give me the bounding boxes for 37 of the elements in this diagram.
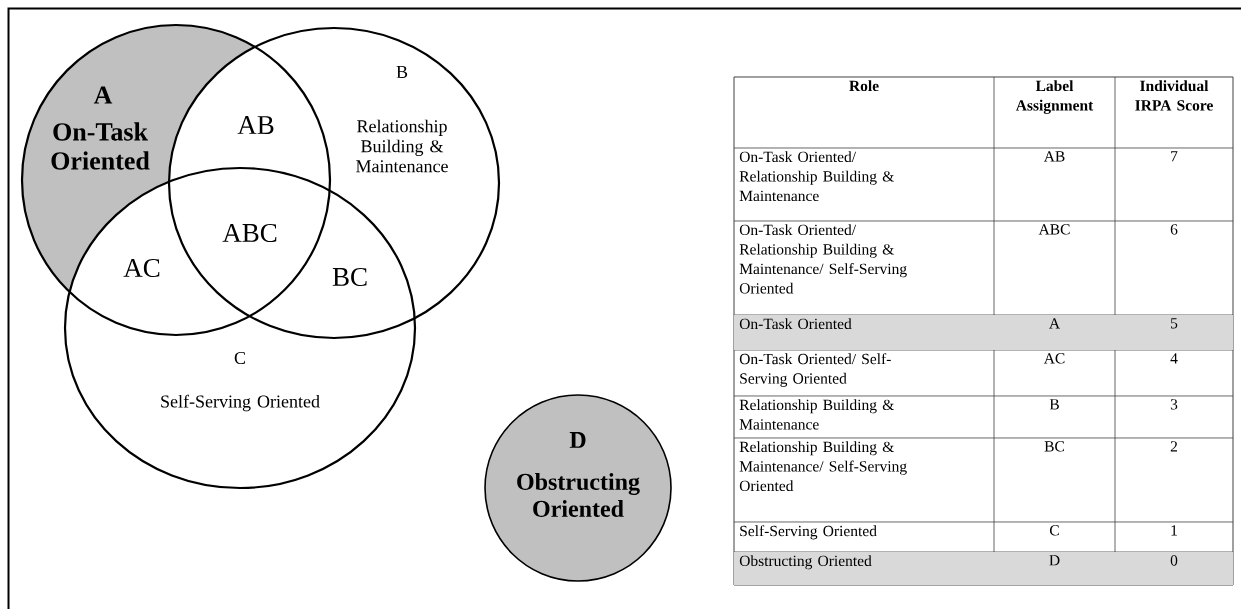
circle-label: Relationship Building & Maintenance [356, 119, 448, 173]
table-cell: AC [1043, 353, 1065, 364]
table-cell: 3 [1170, 399, 1178, 410]
header-cell: Individual IRPA Score [1135, 80, 1213, 111]
region-label: ABC [222, 223, 277, 243]
table-cell: Relationship Building & Maintenance [739, 399, 894, 430]
table-cell: C [1050, 525, 1059, 536]
table-cell: 0 [1115, 552, 1233, 585]
circle-label: Obstructing Oriented [517, 473, 640, 517]
region-label: BC [332, 267, 367, 287]
header-cell: Role [849, 80, 879, 92]
table-cell: 6 [1170, 224, 1178, 235]
table-cell: Self-Serving Oriented [740, 525, 877, 540]
table-cell: B [1049, 399, 1059, 410]
header-cell: Label Assignment [1015, 80, 1094, 114]
circle-letter: D [569, 432, 586, 448]
circle-letter: C [234, 351, 245, 365]
table-cell: On-Task Oriented/ Relationship Building & Maintenance/ Self-Serving Oriented [739, 224, 907, 294]
table-cell: 5 [1115, 315, 1233, 350]
table-cell: On-Task Oriented/ Self-Serving Oriented [739, 353, 891, 387]
circle-label: Self-Serving Oriented [161, 394, 320, 412]
table-cell: BC [1044, 441, 1064, 452]
table-cell: 4 [1170, 353, 1178, 364]
circle-letter: B [396, 66, 408, 78]
table-cell: A [994, 315, 1115, 350]
circle-label: On-Task Oriented [51, 122, 150, 170]
region-label: AB [237, 116, 274, 134]
table-cell: On-Task Oriented/ Relationship Building & Maintenance [739, 151, 894, 202]
table-cell: D [994, 552, 1115, 585]
table-cell: 7 [1171, 151, 1178, 162]
table-cell: 1 [1171, 525, 1177, 536]
table-cell: ABC [1038, 224, 1070, 235]
table-cell: AB [1043, 151, 1065, 162]
table-cell: 2 [1170, 441, 1177, 452]
table-cell: Relationship Building & Maintenance/ Self-Serving Oriented [739, 441, 907, 492]
region-label: AC [123, 258, 160, 278]
circle-letter: A [93, 86, 113, 104]
